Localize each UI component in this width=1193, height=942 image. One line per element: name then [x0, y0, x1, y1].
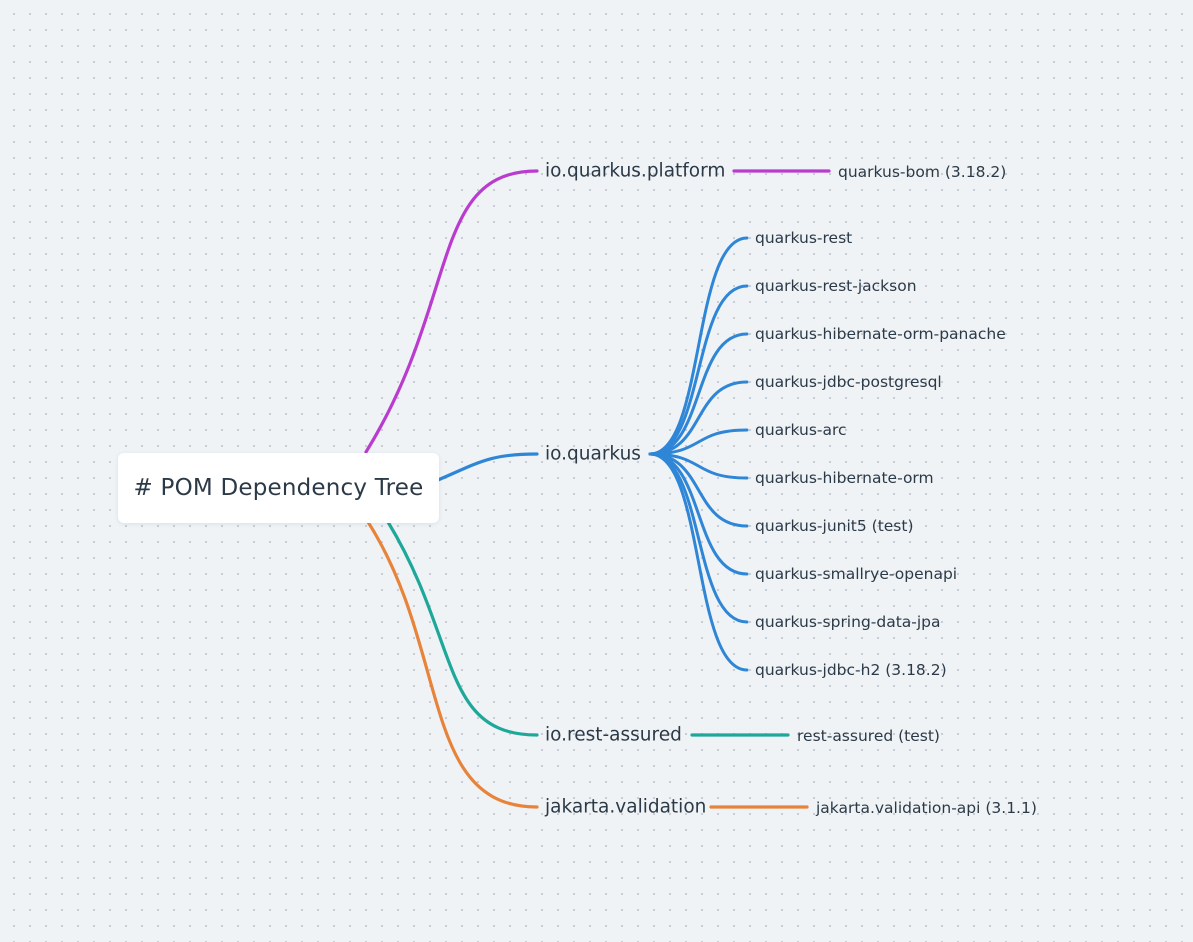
root-node[interactable]: # POM Dependency Tree — [118, 453, 439, 523]
leaf-node-quarkus-arc[interactable]: quarkus-arc — [755, 421, 847, 439]
leaf-node-quarkus-hibernate-orm-panache[interactable]: quarkus-hibernate-orm-panache — [755, 325, 1006, 343]
leaf-node-jakarta-validation-api[interactable]: jakarta.validation-api (3.1.1) — [816, 799, 1037, 817]
edge-root-to-jakarta-validation — [366, 520, 539, 809]
group-node-jakarta-validation[interactable]: jakarta.validation — [545, 796, 707, 818]
edge-io-quarkus-to-child-6 — [648, 452, 749, 528]
group-node-io-rest-assured[interactable]: io.rest-assured — [545, 724, 682, 746]
leaf-node-quarkus-jdbc-postgresql[interactable]: quarkus-jdbc-postgresql — [755, 373, 942, 391]
leaf-node-quarkus-spring-data-jpa[interactable]: quarkus-spring-data-jpa — [755, 613, 941, 631]
leaf-node-rest-assured[interactable]: rest-assured (test) — [797, 727, 940, 745]
group-node-io-quarkus[interactable]: io.quarkus — [545, 443, 641, 465]
edge-io-quarkus-to-child-1 — [648, 284, 749, 456]
edge-io-quarkus-to-child-0 — [648, 236, 749, 456]
edge-root-to-io-quarkus-platform — [364, 169, 539, 454]
edge-io-quarkus-to-child-7 — [648, 452, 749, 576]
leaf-node-quarkus-rest-jackson[interactable]: quarkus-rest-jackson — [755, 277, 917, 295]
edge-root-to-io-quarkus — [436, 452, 539, 482]
edge-io-quarkus-to-child-8 — [648, 452, 749, 624]
leaf-node-quarkus-smallrye-openapi[interactable]: quarkus-smallrye-openapi — [755, 565, 958, 583]
edge-io-quarkus-to-child-9 — [648, 452, 749, 672]
group-node-io-quarkus-platform[interactable]: io.quarkus.platform — [545, 160, 726, 182]
edge-root-to-io-rest-assured — [386, 520, 539, 737]
leaf-node-quarkus-rest[interactable]: quarkus-rest — [755, 229, 853, 247]
leaf-node-quarkus-bom[interactable]: quarkus-bom (3.18.2) — [838, 163, 1007, 181]
edge-io-quarkus-to-child-2 — [648, 332, 749, 456]
root-node-label: # POM Dependency Tree — [133, 475, 424, 501]
leaf-node-quarkus-hibernate-orm[interactable]: quarkus-hibernate-orm — [755, 469, 934, 487]
leaf-node-quarkus-junit5[interactable]: quarkus-junit5 (test) — [755, 517, 914, 535]
leaf-node-quarkus-jdbc-h2[interactable]: quarkus-jdbc-h2 (3.18.2) — [755, 661, 947, 679]
edge-io-quarkus-to-child-5 — [648, 452, 749, 480]
